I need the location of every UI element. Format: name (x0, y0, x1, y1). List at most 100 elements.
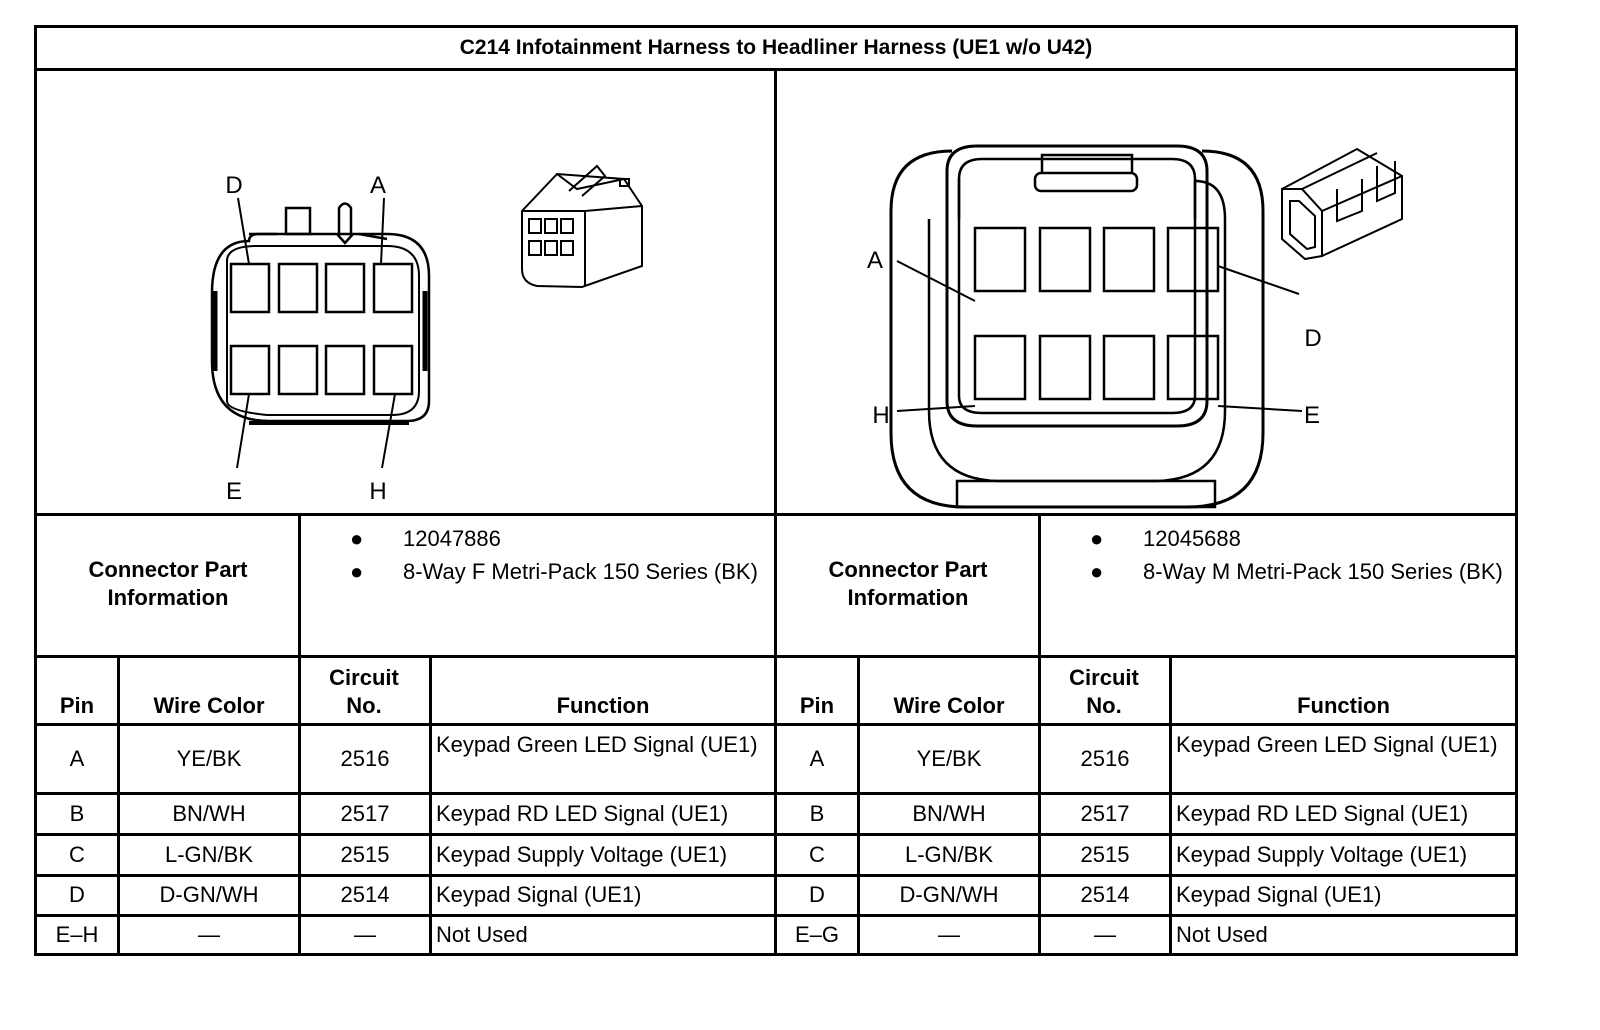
pin-label: E (1304, 402, 1320, 429)
table-cell-pin: D (809, 882, 825, 907)
table-cell-function: Not Used (436, 922, 528, 947)
connector-3d-icon (521, 164, 643, 289)
divider (117, 655, 120, 956)
bullet: ● (1090, 559, 1104, 584)
table-cell-wire: D-GN/WH (159, 882, 259, 907)
connector-body (945, 144, 1209, 428)
male-connector-diagram: A D H E (867, 144, 1403, 509)
connector-part-label: Connector Part Information (828, 557, 988, 610)
header-circuit: Circuit No. (329, 665, 399, 718)
table-cell-function: Keypad Supply Voltage (UE1) (1176, 842, 1468, 867)
table-cell-pin: C (69, 842, 85, 867)
divider (857, 655, 860, 956)
cavity (1102, 226, 1156, 293)
header-pin: Pin (59, 693, 95, 718)
table-cell-wire: BN/WH (172, 801, 246, 826)
table-cell-wire: — (938, 922, 960, 947)
table-cell-circuit: 2516 (1080, 746, 1130, 771)
table-cell-pin: E–H (55, 922, 99, 947)
pin-label: A (867, 247, 883, 274)
table-cell-circuit: 2514 (340, 882, 390, 907)
header-wire-color: Wire Color (153, 693, 265, 718)
sheet-title: C214 Infotainment Harness to Headliner H… (459, 36, 1093, 59)
cavity (973, 334, 1027, 401)
header-wire-color: Wire Color (893, 693, 1005, 718)
divider (1038, 513, 1041, 658)
female-connector-diagram: D A E H (210, 164, 643, 505)
header-pin: Pin (799, 693, 835, 718)
divider (298, 655, 301, 956)
cavity (229, 262, 271, 314)
pin-label: E (226, 478, 242, 505)
bullet: ● (350, 559, 364, 584)
cavity (372, 344, 414, 396)
table-cell-circuit: 2514 (1080, 882, 1130, 907)
cavity (1166, 226, 1220, 293)
table-cell-pin: E–G (794, 922, 840, 947)
pin-label: A (370, 172, 386, 199)
cavity (1102, 334, 1156, 401)
cavity (277, 344, 319, 396)
table-cell-pin: A (69, 746, 85, 771)
part-description: 8-Way M Metri-Pack 150 Series (BK) (1143, 559, 1503, 584)
connector-sheet: C214 Infotainment Harness to Headliner H… (34, 25, 1518, 956)
pin-label: H (369, 478, 386, 505)
cavity (1038, 334, 1092, 401)
table-cell-circuit: — (354, 922, 376, 947)
part-number: 12047886 (403, 526, 501, 551)
cavity (277, 262, 319, 314)
table-cell-pin: B (809, 801, 825, 826)
cavity (229, 344, 271, 396)
table-cell-function: Keypad Supply Voltage (UE1) (436, 842, 728, 867)
connector-3d-icon (1281, 147, 1403, 261)
divider (1169, 655, 1172, 956)
table-cell-circuit: 2516 (340, 746, 390, 771)
table-cell-circuit: 2517 (1080, 801, 1130, 826)
header-function: Function (1297, 693, 1390, 718)
part-number: 12045688 (1143, 526, 1241, 551)
header-circuit: Circuit No. (1069, 665, 1139, 718)
table-cell-function: Not Used (1176, 922, 1268, 947)
table-cell-function: Keypad Signal (UE1) (436, 882, 642, 907)
table-cell-wire: L-GN/BK (164, 842, 254, 867)
header-function: Function (556, 693, 650, 718)
cavity (1038, 226, 1092, 293)
connector-latch (337, 202, 353, 234)
divider (774, 68, 777, 956)
table-cell-pin: A (809, 746, 825, 771)
cavity (324, 262, 366, 314)
table-cell-function: Keypad Green LED Signal (UE1) (1176, 732, 1498, 757)
bullet: ● (350, 526, 364, 551)
pin-label: D (225, 172, 242, 199)
divider (429, 655, 432, 956)
table-cell-circuit: 2515 (1080, 842, 1130, 867)
table-cell-circuit: — (1094, 922, 1116, 947)
table-cell-pin: D (69, 882, 85, 907)
table-cell-circuit: 2515 (340, 842, 390, 867)
table-cell-pin: B (69, 801, 85, 826)
table-cell-function: Keypad RD LED Signal (UE1) (436, 801, 729, 826)
connector-part-label: Connector Part Information (88, 557, 248, 610)
table-cell-wire: YE/BK (176, 746, 242, 771)
table-cell-wire: D-GN/WH (899, 882, 999, 907)
pin-label: D (1304, 325, 1321, 352)
connector-key (284, 206, 312, 236)
bullet: ● (1090, 526, 1104, 551)
table-cell-wire: BN/WH (912, 801, 986, 826)
table-cell-function: Keypad Green LED Signal (UE1) (436, 732, 758, 757)
connector-latch (1033, 171, 1139, 193)
table-cell-function: Keypad RD LED Signal (UE1) (1176, 801, 1469, 826)
divider (298, 513, 301, 658)
part-description: 8-Way F Metri-Pack 150 Series (BK) (403, 559, 758, 584)
table-cell-wire: L-GN/BK (904, 842, 994, 867)
table-cell-wire: — (198, 922, 220, 947)
divider (1038, 655, 1041, 956)
pin-label: H (872, 402, 889, 429)
table-cell-function: Keypad Signal (UE1) (1176, 882, 1382, 907)
table-cell-circuit: 2517 (340, 801, 390, 826)
table-cell-pin: C (809, 842, 825, 867)
cavity (973, 226, 1027, 293)
table-cell-wire: YE/BK (916, 746, 982, 771)
cavity (372, 262, 414, 314)
cavity (1166, 334, 1220, 401)
